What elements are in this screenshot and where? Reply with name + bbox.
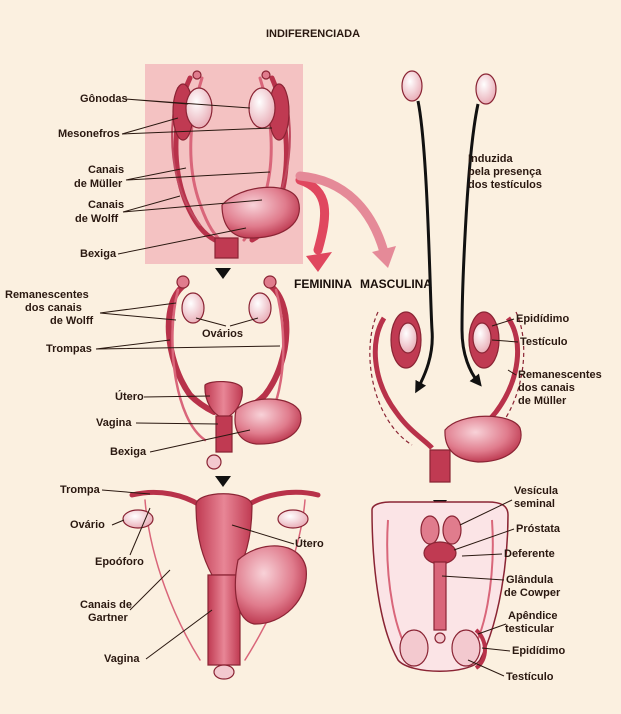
bladder-male-mid — [445, 416, 521, 462]
label-apendice-1: Apêndice — [508, 610, 558, 622]
testis-right-mid — [473, 323, 491, 353]
gonad-left-male — [402, 71, 422, 101]
label-mesonefros: Mesonefros — [58, 128, 120, 140]
label-epooforo: Epoóforo — [95, 556, 144, 568]
ovary-right-mid — [249, 293, 271, 323]
seminal-vesicle-right — [443, 516, 461, 544]
label-induzida-1: Induzida — [468, 153, 513, 165]
label-gartner-1: Canais de — [80, 599, 132, 611]
label-prostata: Próstata — [516, 523, 561, 535]
down-triangle-1 — [215, 268, 231, 279]
label-epididimo-adult: Epidídimo — [512, 645, 565, 657]
bladder-adult — [235, 546, 306, 624]
label-utero-mid: Útero — [115, 390, 144, 403]
label-induzida-3: dos testículos — [468, 179, 542, 191]
gonad-right-male — [476, 74, 496, 104]
label-trompas: Trompas — [46, 343, 92, 355]
label-wolff-2: de Wolff — [75, 213, 119, 225]
label-remanescentes-f3: de Wolff — [50, 315, 94, 327]
label-vesicula-1: Vesícula — [514, 485, 559, 497]
label-vagina-adult: Vagina — [104, 653, 140, 665]
label-epididimo-mid: Epidídimo — [516, 313, 569, 325]
label-remanescentes-m3: de Müller — [518, 395, 567, 407]
label-utero-adult: Útero — [295, 537, 324, 550]
ovary-left-mid — [182, 293, 204, 323]
urogenital-sinus — [215, 238, 238, 258]
label-testiculo-adult: Testículo — [506, 671, 554, 683]
label-masculina: MASCULINA — [360, 277, 432, 291]
gonad-right — [249, 88, 275, 128]
label-induzida-2: pela presença — [468, 166, 542, 178]
label-remanescentes-f1: Remanescentes — [5, 289, 89, 301]
label-ovarios: Ovários — [202, 328, 243, 340]
testis-right-adult — [452, 630, 480, 666]
male-adult — [372, 502, 508, 671]
label-testiculo-mid: Testículo — [520, 336, 568, 348]
label-muller-2: de Müller — [74, 178, 123, 190]
label-cowper-1: Glândula — [506, 574, 554, 586]
label-ovario: Ovário — [70, 519, 105, 531]
label-trompa: Trompa — [60, 484, 101, 496]
label-remanescentes-m1: Remanescentes — [518, 369, 602, 381]
label-vesicula-2: seminal — [514, 498, 555, 510]
label-apendice-2: testicular — [505, 623, 555, 635]
label-gonodas: Gônodas — [80, 93, 128, 105]
testis-left-mid — [399, 323, 417, 353]
label-deferente: Deferente — [504, 548, 555, 560]
indifferent-stage — [145, 64, 303, 264]
prostate — [424, 542, 456, 564]
label-cowper-2: de Cowper — [504, 587, 561, 599]
gonad-left — [186, 88, 212, 128]
testis-left-adult — [400, 630, 428, 666]
label-gartner-2: Gartner — [88, 612, 128, 624]
branch-arrows — [300, 176, 396, 272]
label-remanescentes-m2: dos canais — [518, 382, 575, 394]
bladder-mid — [235, 399, 301, 444]
label-vagina-mid: Vagina — [96, 417, 132, 429]
down-triangle-2 — [215, 476, 231, 487]
label-remanescentes-f2: dos canais — [25, 302, 82, 314]
seminal-vesicle-left — [421, 516, 439, 544]
label-wolff-1: Canais — [88, 199, 124, 211]
label-feminina: FEMININA — [294, 277, 352, 291]
label-muller-1: Canais — [88, 164, 124, 176]
label-bexiga-indiff: Bexiga — [80, 248, 117, 260]
diagram-title: INDIFERENCIADA — [266, 28, 360, 40]
ovary-right-adult — [278, 510, 308, 528]
label-bexiga-mid: Bexiga — [110, 446, 147, 458]
